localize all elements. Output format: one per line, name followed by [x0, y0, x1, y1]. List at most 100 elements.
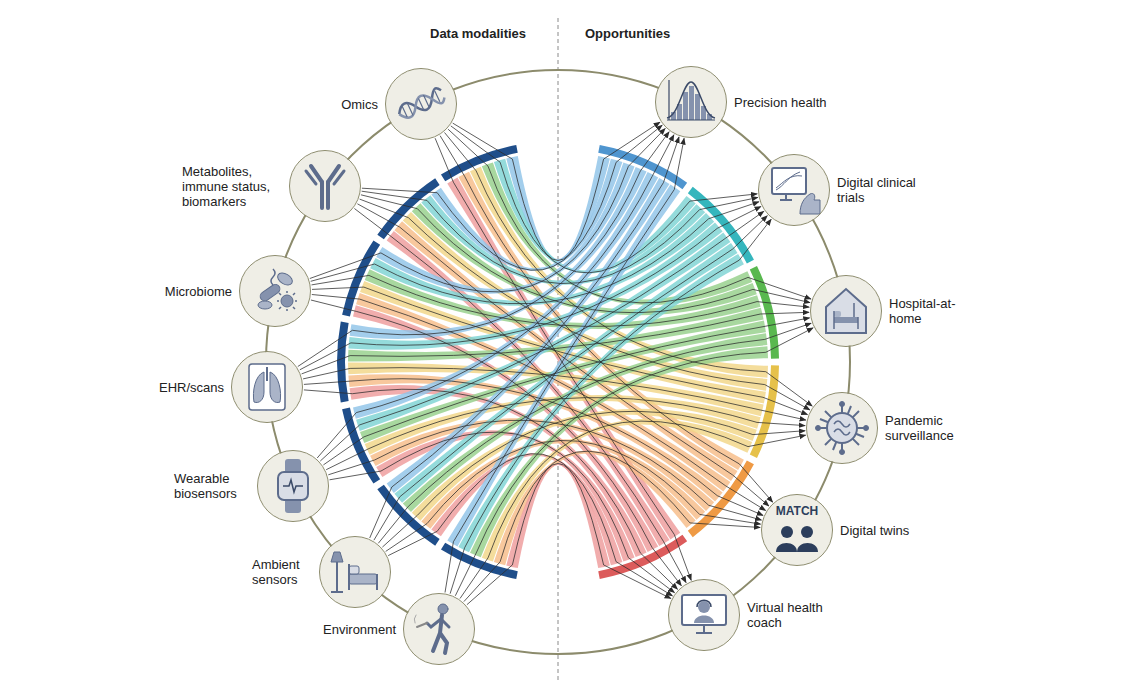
scan-icon — [249, 364, 285, 410]
coach-icon — [682, 595, 726, 633]
icon-circle: Hospital-at-home — [810, 275, 882, 347]
arc-segment — [381, 182, 438, 237]
arc-segment — [443, 149, 517, 178]
connector-arrow — [300, 207, 761, 370]
arc-segment — [690, 462, 750, 534]
chord-ribbon — [353, 172, 658, 419]
node-label: Hospital-at-home — [889, 296, 963, 326]
connector-arrow — [311, 202, 759, 304]
icon-circle: Precision health — [655, 66, 727, 138]
connector-arrow — [323, 318, 809, 465]
icon-circle: EHR/scans — [231, 351, 303, 423]
connector-arrow — [378, 323, 811, 543]
connector-arrow — [453, 122, 660, 260]
connector-arrow — [445, 133, 813, 407]
arc-segment — [690, 190, 750, 262]
connector-arrow — [304, 379, 763, 516]
connector-arrow — [312, 295, 766, 511]
connector-arrow — [312, 287, 808, 415]
connector-arrow — [317, 135, 674, 458]
icon-circle: Ambient sensors — [319, 536, 391, 608]
node-label: Metabolites, immune status, biomarkers — [182, 164, 282, 209]
connector-arrow — [326, 398, 805, 470]
node-label: Pandemic surveillance — [885, 413, 967, 443]
connector-arrow — [310, 129, 665, 292]
bed-lamp-icon — [331, 552, 377, 592]
connector-arrow — [320, 211, 764, 461]
chord-arcs — [341, 149, 775, 575]
connector-arrow — [382, 411, 805, 547]
icon-circle: Wearable biosensors — [257, 450, 329, 522]
connector-arrow — [388, 454, 672, 596]
node-label: Omics — [341, 97, 378, 112]
arc-segment — [753, 268, 775, 359]
connector-arrow — [362, 191, 758, 283]
dna-icon — [396, 87, 446, 122]
arc-segment — [599, 149, 685, 186]
connector-arrow — [460, 421, 806, 598]
icon-circle: Pandemic surveillance — [806, 392, 878, 464]
connector-arrow — [361, 195, 810, 313]
icon-text: MATCH — [762, 504, 832, 518]
connector-arrow — [330, 432, 675, 593]
node-label: Ambient sensors — [252, 557, 312, 587]
node-label: Microbiome — [165, 284, 232, 299]
microbe-icon — [258, 269, 297, 311]
connector-arrow — [467, 463, 671, 604]
connector-arrow — [374, 216, 767, 541]
icon-circle: Omics — [385, 68, 457, 140]
node-label: Environment — [323, 622, 396, 637]
histogram-icon — [667, 80, 715, 120]
connector-arrow — [386, 440, 761, 551]
connector-arrow — [464, 451, 760, 601]
chord-ribbons — [348, 156, 768, 568]
monitor-icon — [772, 168, 820, 214]
connector-arrow — [435, 138, 691, 580]
arc-segment — [346, 408, 377, 481]
connector-arrow — [354, 209, 686, 583]
connector-arrow — [445, 138, 684, 592]
connector-arrow — [328, 420, 761, 520]
connector-arrow — [450, 219, 771, 594]
outer-ring — [266, 70, 850, 654]
arc-segment — [341, 322, 345, 401]
column-heading: Data modalities — [430, 26, 526, 41]
icon-circle: Environment — [403, 593, 475, 665]
watch-icon — [278, 459, 308, 513]
arc-segment — [381, 487, 438, 542]
smoker-icon — [414, 604, 449, 653]
chord-ribbon — [447, 185, 680, 547]
connector-arrow — [311, 300, 682, 586]
icon-circle: Metabolites, immune status, biomarkers — [289, 150, 361, 222]
node-label: EHR/scans — [159, 380, 224, 395]
arc-segment — [443, 546, 517, 575]
chord-ribbon — [506, 464, 610, 568]
node-label: Virtual health coach — [747, 600, 839, 630]
icon-circle: Microbiome — [239, 255, 311, 327]
connector-arrow — [357, 204, 769, 506]
connector-arrow — [304, 389, 678, 589]
chord-ribbon — [394, 243, 737, 503]
connector-arrow — [362, 125, 662, 270]
connector-arrow — [440, 136, 773, 502]
icon-circle: MATCHDigital twins — [761, 494, 833, 566]
connector-arrow — [302, 312, 809, 374]
node-label: Digital twins — [840, 523, 909, 538]
node-label: Digital clinical trials — [837, 175, 929, 205]
virus-icon — [816, 402, 869, 455]
node-label: Precision health — [734, 95, 827, 110]
arc-segment — [753, 365, 775, 456]
connector-arrow — [370, 137, 679, 538]
arc-segment — [346, 243, 377, 316]
icon-backgrounds — [232, 67, 881, 664]
icon-circle: Digital clinical trials — [758, 154, 830, 226]
chord-ribbon — [376, 163, 634, 294]
connector-arrow — [312, 275, 810, 326]
connector-arrow — [303, 368, 806, 420]
icon-circle: Virtual health coach — [668, 579, 740, 651]
twins-icon — [776, 526, 818, 552]
column-heading: Opportunities — [585, 26, 670, 41]
